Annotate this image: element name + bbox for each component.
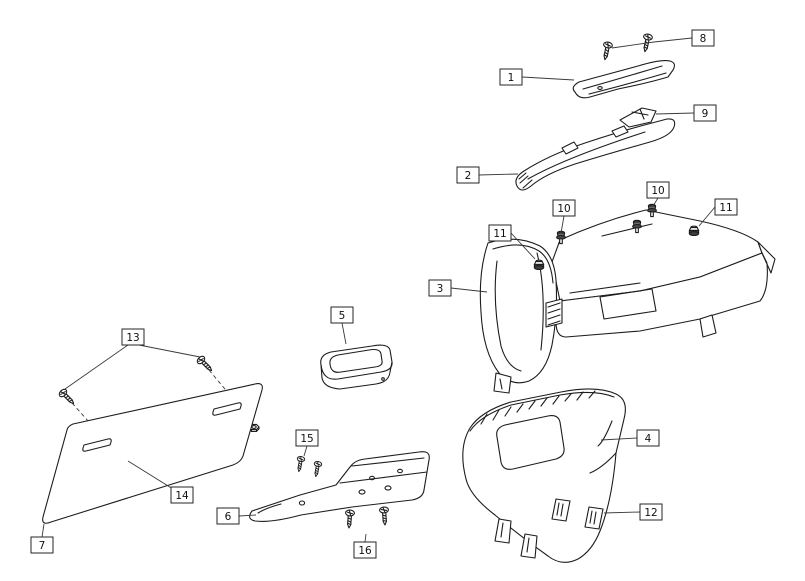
part-5-pad xyxy=(320,344,393,390)
callout-14: 14 xyxy=(127,460,194,504)
callout-5: 5 xyxy=(330,306,354,345)
exploded-view-art xyxy=(42,32,776,563)
svg-text:11: 11 xyxy=(719,202,732,214)
svg-text:9: 9 xyxy=(702,108,709,120)
part-3-rear-fender xyxy=(479,203,776,394)
callout-12: 12 xyxy=(603,503,663,521)
svg-text:16: 16 xyxy=(358,545,372,557)
callout-11-left: 11 xyxy=(488,224,536,260)
part-8-screws xyxy=(600,32,654,62)
svg-text:3: 3 xyxy=(437,283,444,295)
svg-text:12: 12 xyxy=(644,507,657,519)
part-16-screws xyxy=(344,506,390,529)
callout-3: 3 xyxy=(428,279,488,297)
callout-10-right: 10 xyxy=(646,181,670,207)
svg-text:10: 10 xyxy=(557,203,570,215)
callout-4: 4 xyxy=(600,429,660,447)
callout-7: 7 xyxy=(30,523,54,554)
part-6-bracket xyxy=(249,451,430,522)
callout-16: 16 xyxy=(353,533,377,559)
svg-text:13: 13 xyxy=(126,332,139,344)
part-7-plate xyxy=(42,383,263,524)
part-9-clip xyxy=(619,107,657,128)
part-2-bracket xyxy=(515,118,676,191)
callout-2: 2 xyxy=(456,166,519,184)
callout-8: 8 xyxy=(611,29,715,49)
callout-6: 6 xyxy=(216,507,257,525)
svg-text:4: 4 xyxy=(645,433,652,445)
svg-text:14: 14 xyxy=(175,490,189,502)
svg-text:1: 1 xyxy=(508,72,515,84)
callout-15: 15 xyxy=(295,429,319,457)
svg-text:6: 6 xyxy=(225,511,232,523)
callouts: 8 1 9 2 10 10 xyxy=(30,29,738,559)
svg-text:5: 5 xyxy=(339,310,346,322)
callout-9: 9 xyxy=(655,104,717,122)
callout-13: 13 xyxy=(64,328,201,390)
svg-text:10: 10 xyxy=(651,185,664,197)
callout-10-left: 10 xyxy=(552,199,576,234)
part-4-panel xyxy=(462,388,626,563)
callout-1: 1 xyxy=(499,68,575,86)
svg-text:11: 11 xyxy=(493,228,506,240)
part-15-screws xyxy=(294,455,323,478)
svg-text:8: 8 xyxy=(700,33,707,45)
svg-text:7: 7 xyxy=(39,540,46,552)
svg-text:2: 2 xyxy=(465,170,472,182)
part-1-cover xyxy=(572,60,676,99)
part-12-clips xyxy=(551,498,604,530)
callout-11-right: 11 xyxy=(698,198,738,227)
svg-text:15: 15 xyxy=(300,433,313,445)
